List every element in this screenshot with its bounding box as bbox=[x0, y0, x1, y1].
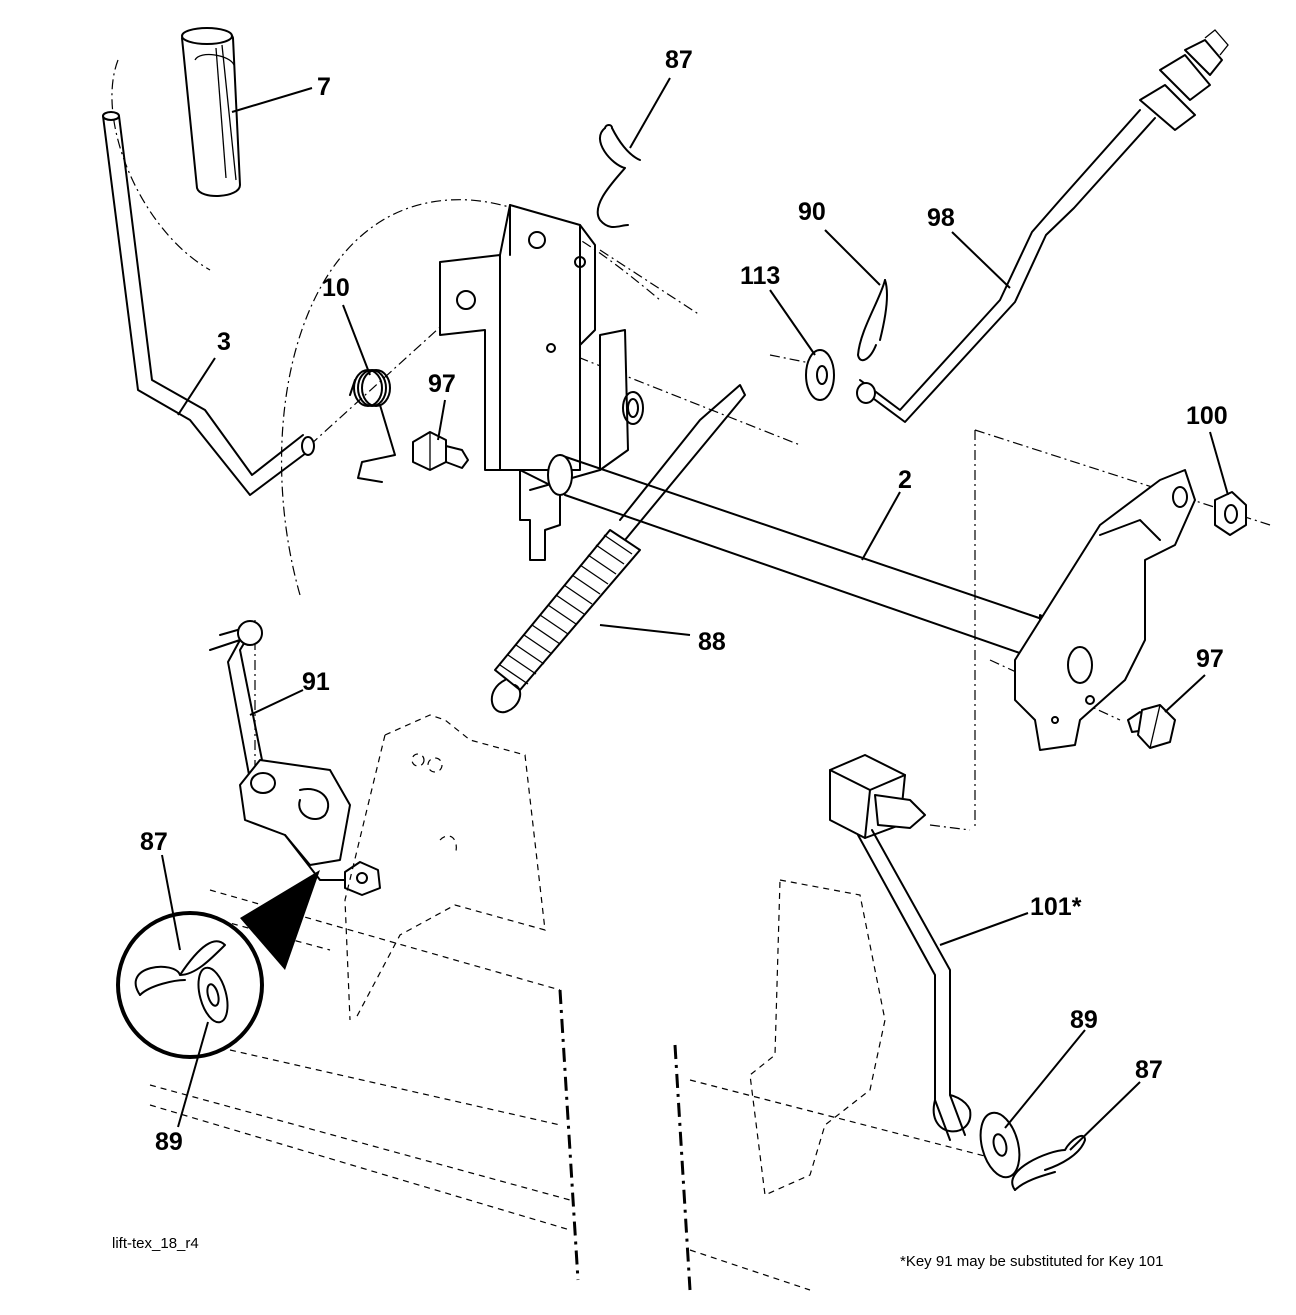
mount-bracket bbox=[439, 204, 644, 561]
callout-hairpin-top: 87 bbox=[665, 46, 693, 74]
callout-washer-right: 89 bbox=[1070, 1006, 1098, 1034]
right-bracket bbox=[1014, 469, 1196, 751]
callout-hairpin-90: 90 bbox=[798, 198, 826, 226]
lift-shaft-part bbox=[547, 454, 1061, 666]
adjust-rod-part bbox=[856, 29, 1229, 423]
washer-right-part bbox=[979, 1111, 1021, 1179]
callout-hairpin-inset: 87 bbox=[140, 828, 168, 856]
callout-labels: 7 3 10 97 87 113 90 98 100 2 88 97 91 87… bbox=[140, 46, 1228, 1156]
callout-lift-link-91: 91 bbox=[302, 668, 330, 696]
washer-113-part bbox=[805, 349, 835, 401]
callout-lift-link-101: 101* bbox=[1030, 893, 1082, 921]
callout-handle-grip: 7 bbox=[317, 73, 331, 101]
callout-nut-100: 100 bbox=[1186, 402, 1228, 430]
callout-bolt-right: 97 bbox=[1196, 645, 1224, 673]
callout-lift-lever: 3 bbox=[217, 328, 231, 356]
detail-inset bbox=[116, 870, 320, 1059]
background-deck-brackets bbox=[149, 714, 1001, 1291]
lift-link-91-part bbox=[209, 620, 381, 896]
callout-lift-shaft: 2 bbox=[898, 466, 912, 494]
hairpin-right-part bbox=[1011, 1134, 1086, 1191]
bolt-right-part bbox=[1127, 704, 1176, 749]
callout-bolt-left: 97 bbox=[428, 370, 456, 398]
callout-hairpin-right: 87 bbox=[1135, 1056, 1163, 1084]
callout-washer-inset: 89 bbox=[155, 1128, 183, 1156]
callout-washer-113: 113 bbox=[740, 262, 780, 290]
lift-lever-part bbox=[102, 111, 315, 496]
footnote: *Key 91 may be substituted for Key 101 bbox=[900, 1253, 1164, 1270]
drawing-id: lift-tex_18_r4 bbox=[112, 1235, 199, 1252]
hairpin-90-part bbox=[857, 279, 889, 362]
extension-spring-part bbox=[490, 384, 746, 714]
callout-adjust-rod: 98 bbox=[927, 204, 955, 232]
hairpin-top-part bbox=[596, 124, 641, 228]
leader-lines bbox=[161, 77, 1229, 1151]
handle-grip-part bbox=[181, 27, 241, 197]
spring-small-part bbox=[349, 369, 396, 483]
nut-100-part bbox=[1214, 491, 1247, 536]
bolt-left-part bbox=[412, 431, 469, 471]
lift-link-101-part bbox=[829, 754, 972, 1141]
callout-spring-small: 10 bbox=[322, 274, 350, 302]
callout-extension-spring: 88 bbox=[698, 628, 726, 656]
ghost-lines bbox=[111, 59, 1271, 831]
